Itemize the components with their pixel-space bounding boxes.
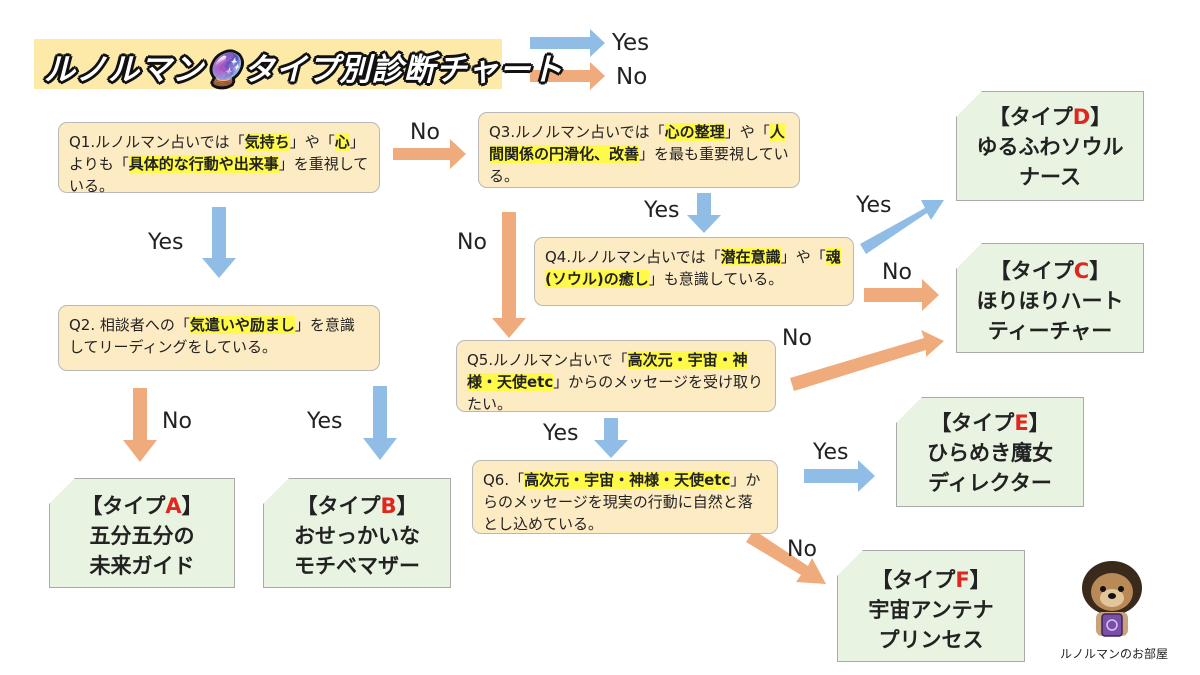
- q2-no-arrow: [123, 388, 157, 462]
- q5-yes-label: Yes: [543, 421, 579, 446]
- q1-yes-arrow: [202, 207, 236, 278]
- question-q1: Q1.ルノルマン占いでは「気持ち」や「心」よりも「具体的な行動や出来事」を重視し…: [58, 122, 380, 195]
- question-q6: Q6.「高次元・宇宙・神様・天使etc」からのメッセージを現実の行動に自然と落と…: [472, 460, 778, 534]
- legend-yes-label: Yes: [612, 30, 650, 56]
- q5-no-arrow: [790, 330, 944, 391]
- result-type-b: 【タイプB】 おせっかいなモチベマザー: [263, 478, 451, 588]
- q3-yes-label: Yes: [644, 198, 680, 223]
- question-q3: Q3.ルノルマン占いでは「心の整理」や「人間関係の円滑化、改善」を最も重要視して…: [478, 112, 800, 188]
- result-type-f: 【タイプF】 宇宙アンテナプリンセス: [837, 550, 1025, 662]
- q2-yes-label: Yes: [307, 409, 343, 434]
- result-type-a: 【タイプA】 五分五分の未来ガイド: [49, 478, 235, 588]
- result-type-d: 【タイプD】 ゆるふわソウルナース: [956, 91, 1144, 201]
- q3-yes-arrow: [687, 193, 721, 233]
- q5-no-label: No: [782, 326, 812, 351]
- q2-yes-arrow: [363, 386, 397, 460]
- q4-yes-label: Yes: [856, 193, 892, 218]
- question-q5: Q5.ルノルマン占いで「高次元・宇宙・神様・天使etc」からのメッセージを受け取…: [456, 340, 776, 413]
- q6-no-label: No: [787, 537, 817, 562]
- mascot-dog-icon: [1082, 561, 1142, 637]
- q5-yes-arrow: [594, 418, 628, 458]
- q6-yes-label: Yes: [813, 440, 849, 465]
- question-q4: Q4.ルノルマン占いでは「潜在意識」や「魂(ソウル)の癒し」も意識している。: [534, 237, 854, 306]
- site-caption: ルノルマンのお部屋: [1060, 647, 1169, 661]
- q4-no-label: No: [882, 260, 912, 285]
- result-type-e: 【タイプE】 ひらめき魔女ディレクター: [896, 397, 1084, 507]
- question-q2: Q2. 相談者への「気遣いや励まし」を意識してリーディングをしている。: [58, 305, 380, 371]
- q2-no-label: No: [162, 409, 192, 434]
- result-type-c: 【タイプC】 ほりほりハートティーチャー: [956, 243, 1144, 353]
- title-banner: [34, 39, 502, 89]
- q3-no-label: No: [457, 230, 487, 255]
- legend-no-label: No: [616, 64, 648, 90]
- page-title: ルノルマン🔮タイプ別診断チャート: [44, 52, 564, 88]
- q1-yes-label: Yes: [148, 230, 184, 255]
- q1-no-label: No: [410, 120, 440, 145]
- q3-no-arrow: [492, 212, 526, 338]
